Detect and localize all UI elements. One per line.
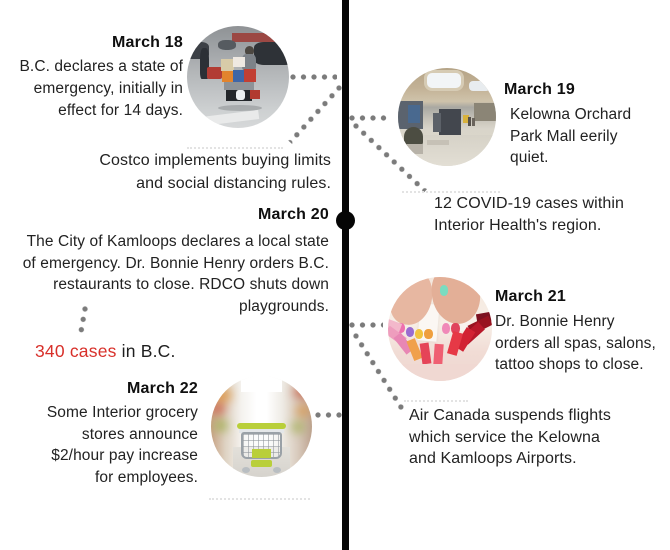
photo-fragment xyxy=(232,56,246,67)
faint-dotted-line xyxy=(187,147,283,149)
photo-fragment xyxy=(427,139,449,146)
case-count-value: 340 cases xyxy=(35,341,117,361)
photo-fragment xyxy=(251,459,272,467)
photo-fragment xyxy=(472,117,476,126)
photo-fragment xyxy=(235,90,246,101)
photo-fragment xyxy=(237,423,286,429)
photo-fragment xyxy=(245,46,255,56)
march19-event: March 19 Kelowna Orchard Park Mall eeril… xyxy=(504,80,654,169)
photo-fragment xyxy=(217,104,263,111)
photo-fragment xyxy=(242,466,251,473)
photo-fragment xyxy=(220,58,234,71)
photo-fragment xyxy=(272,466,281,473)
march18-event: March 18 B.C. declares a state of emerge… xyxy=(8,33,183,122)
photo-fragment xyxy=(232,69,246,83)
connector-timeline-to-march19-photo xyxy=(349,115,387,121)
timeline-node-dot xyxy=(336,211,355,230)
photo-fragment xyxy=(200,48,210,80)
photo-fragment xyxy=(439,109,461,136)
photo-fragment xyxy=(415,329,424,340)
march21-photo-nails xyxy=(388,277,492,381)
march21-date: March 21 xyxy=(495,288,566,305)
march18-description: B.C. declares a state of emergency, init… xyxy=(19,58,183,119)
march20-date: March 20 xyxy=(258,206,329,223)
march18-photo-costco-carts xyxy=(187,26,289,128)
photo-fragment xyxy=(231,33,289,43)
photo-fragment xyxy=(244,68,257,83)
photo-fragment xyxy=(424,329,433,340)
photo-fragment xyxy=(396,322,405,334)
march22-photo-grocery-cart xyxy=(211,376,312,477)
connector-timeline-to-costco-caption xyxy=(287,83,344,145)
timeline-line xyxy=(342,0,349,550)
photo-fragment xyxy=(250,90,261,100)
faint-dotted-line xyxy=(209,498,310,500)
photo-fragment xyxy=(403,126,424,147)
photo-fragment xyxy=(211,376,312,477)
photo-fragment xyxy=(407,105,420,123)
photo-fragment xyxy=(433,343,444,365)
connector-march22-photo-to-timeline xyxy=(315,412,345,418)
photo-fragment xyxy=(252,448,271,458)
air-canada-caption: Air Canada suspends flights which servic… xyxy=(409,407,611,467)
march19-date: March 19 xyxy=(504,81,575,98)
photo-fragment xyxy=(241,431,282,459)
case-count-line: 340 cases in B.C. xyxy=(35,341,176,362)
photo-fragment xyxy=(242,53,257,72)
interior-health-caption: 12 COVID-19 cases within Interior Health… xyxy=(434,195,625,234)
faint-dotted-line xyxy=(404,400,468,402)
march18-date: March 18 xyxy=(112,34,183,51)
photo-fragment xyxy=(405,326,414,338)
march21-event: March 21 Dr. Bonnie Henry orders all spa… xyxy=(495,287,665,376)
march22-event: March 22 Some Interior grocery stores an… xyxy=(18,379,198,488)
photo-fragment xyxy=(440,285,449,296)
photo-fragment xyxy=(217,40,236,51)
photo-fragment xyxy=(462,115,469,123)
connector-timeline-to-march21-photo xyxy=(349,322,383,328)
photo-fragment xyxy=(241,376,282,393)
march21-description: Dr. Bonnie Henry orders all spas, salons… xyxy=(495,313,656,373)
march22-description: Some Interior grocery stores announce $2… xyxy=(46,404,198,486)
photo-fragment xyxy=(433,113,442,132)
march19-photo-mall xyxy=(398,68,496,166)
march19-description: Kelowna Orchard Park Mall eerily quiet. xyxy=(510,106,632,166)
photo-fragment xyxy=(442,322,451,335)
costco-caption: Costco implements buying limits and soci… xyxy=(99,152,331,192)
photo-fragment xyxy=(221,70,233,83)
faint-dotted-line xyxy=(402,191,500,193)
photo-fragment xyxy=(474,103,496,121)
photo-fragment xyxy=(427,72,461,88)
photo-fragment xyxy=(405,144,424,155)
photo-fragment xyxy=(388,364,492,381)
march22-date: March 22 xyxy=(127,380,198,397)
march20-description: The City of Kamloops declares a local st… xyxy=(22,233,329,315)
photo-fragment xyxy=(254,42,289,65)
photo-fragment xyxy=(207,66,222,80)
photo-fragment xyxy=(468,80,491,91)
photo-fragment xyxy=(451,322,460,335)
photo-fragment xyxy=(467,117,471,126)
photo-fragment xyxy=(223,82,255,91)
photo-fragment xyxy=(239,428,284,433)
march20-event: March 20 The City of Kamloops declares a… xyxy=(7,205,329,317)
connector-march18-photo-to-timeline xyxy=(290,74,337,80)
case-count-suffix: in B.C. xyxy=(116,341,176,361)
